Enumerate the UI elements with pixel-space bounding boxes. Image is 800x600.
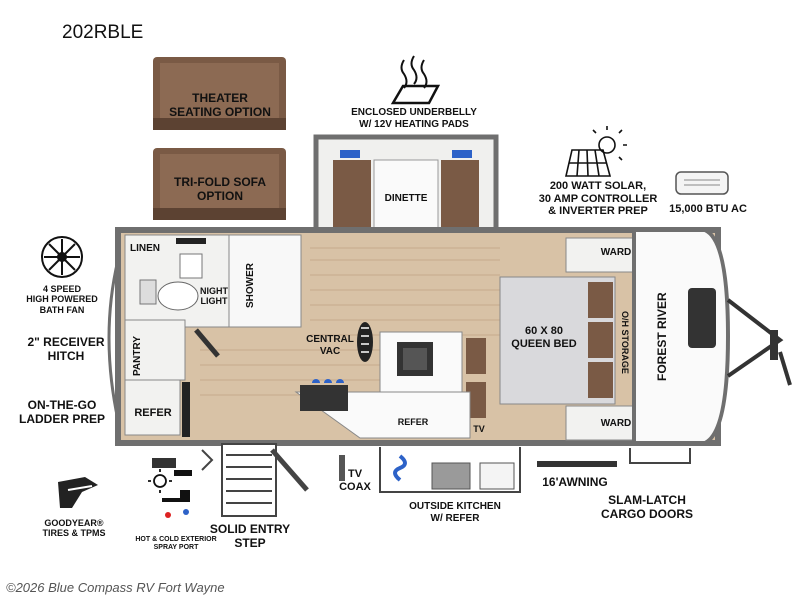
bath-vent-icon <box>152 458 176 468</box>
theater-seating-option <box>153 57 286 130</box>
front-cap <box>632 228 792 445</box>
trifold-sofa-label: TRI-FOLD SOFA OPTION <box>174 175 266 203</box>
tv-interior-label: TV <box>473 424 485 434</box>
tv-coax-icon <box>339 455 345 481</box>
model-name: 202RBLE <box>62 22 144 43</box>
copyright-watermark: ©2026 Blue Compass RV Fort Wayne <box>6 580 225 595</box>
solar-label: 200 WATT SOLAR, 30 AMP CONTROLLER & INVE… <box>538 180 658 218</box>
ward-top-label: WARD <box>600 247 632 258</box>
central-vac-label: CENTRAL VAC <box>306 334 354 357</box>
awning-label: 16'AWNING <box>542 475 608 489</box>
tv-coax-label: TV COAX <box>339 468 371 493</box>
underbelly-label: ENCLOSED UNDERBELLY W/ 12V HEATING PADS <box>351 107 477 130</box>
trifold-sofa-option <box>153 148 286 220</box>
brand-badge: FOREST RIVER <box>655 292 669 382</box>
slam-latch-label: SLAM-LATCH CARGO DOORS <box>600 493 693 521</box>
receiver-hitch-label: 2" RECEIVER HITCH <box>27 335 105 363</box>
theater-seating-label: THEATER SEATING OPTION <box>169 91 271 119</box>
shoe-icon <box>357 322 373 362</box>
entry-steps <box>201 443 309 517</box>
goodyear-label: GOODYEAR® TIRES & TPMS <box>42 518 106 539</box>
bathroom <box>124 234 302 358</box>
oh-storage-label: O/H STORAGE <box>620 310 630 374</box>
spray-port-icon <box>148 469 172 493</box>
solid-entry-label: SOLID ENTRY STEP <box>209 522 291 550</box>
dinette-label: DINETTE <box>384 193 428 204</box>
refer-rear-label: REFER <box>134 407 172 419</box>
night-light-label: NIGHT LIGHT <box>200 286 228 307</box>
queen-bed-label: 60 X 80 QUEEN BED <box>511 325 577 350</box>
galley <box>294 331 486 439</box>
pantry-label: PANTRY <box>132 336 143 376</box>
refer-galley-label: REFER <box>397 417 429 427</box>
bath-fan-label: 4 SPEED HIGH POWERED BATH FAN <box>26 284 98 315</box>
slide-out <box>313 134 499 243</box>
bedroom <box>499 237 635 441</box>
outside-kitchen <box>379 447 521 493</box>
ladder-prep-label: ON-THE-GO LADDER PREP <box>18 398 105 426</box>
ac-unit-icon <box>675 171 729 195</box>
heat-icon <box>390 55 441 105</box>
tire-icon <box>58 477 98 508</box>
spray-port-label: HOT & COLD EXTERIOR SPRAY PORT <box>135 536 217 552</box>
awning <box>537 448 691 467</box>
ac-label: 15,000 BTU AC <box>669 203 747 215</box>
rear-storage <box>124 319 190 437</box>
solar-panel-icon <box>564 126 627 177</box>
fan-icon <box>41 236 83 278</box>
outside-kitchen-label: OUTSIDE KITCHEN W/ REFER <box>409 501 501 524</box>
ward-bottom-label: WARD <box>600 418 632 429</box>
linen-label: LINEN <box>130 243 160 254</box>
shower-label: SHOWER <box>245 263 256 308</box>
faucet-icon <box>162 470 192 518</box>
